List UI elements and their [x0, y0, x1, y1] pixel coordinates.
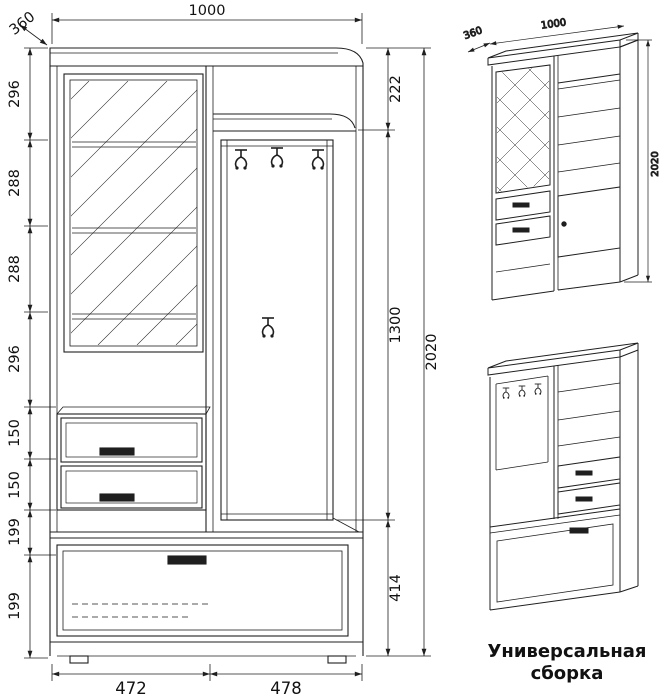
coat-panel: [220, 139, 334, 521]
dim-label-overall-height: 2020: [424, 334, 440, 371]
iso-mirror-hatch: [497, 66, 549, 192]
dim-label-right-0: 222: [388, 75, 404, 103]
dimension-lines: [19, 13, 431, 681]
dim-label-left-0: 296: [7, 80, 23, 108]
dim-label-right-1: 1300: [388, 307, 404, 344]
dimension-labels: 1000 360 296 288 288 296 150 150 199 199…: [7, 3, 440, 698]
coat-hook-icon: [270, 147, 284, 169]
assembly-caption: Универсальная сборка: [487, 641, 647, 684]
dim-label-width-top: 1000: [189, 3, 226, 19]
dim-label-left-4: 150: [7, 419, 23, 447]
iso-dim-label-height: 2020: [650, 151, 661, 176]
dim-label-left-5: 150: [7, 471, 23, 499]
iso-view-1: 360 1000 2020: [462, 17, 662, 301]
dim-label-left-7: 199: [7, 592, 23, 620]
right-shelf: [213, 113, 356, 132]
dim-label-bottom-0: 472: [115, 679, 147, 698]
front-view: [49, 47, 364, 664]
bottom-cabinet: [50, 517, 363, 664]
cabinet-foot: [69, 655, 89, 664]
iso-dim-label-depth: 360: [462, 25, 484, 42]
drawer-module: [56, 406, 211, 511]
mirror-door: [63, 73, 204, 353]
dim-label-bottom-1: 478: [270, 679, 302, 698]
mirror-hatch: [71, 81, 197, 345]
cabinet-handle: [167, 555, 207, 565]
dim-label-left-2: 288: [7, 255, 23, 283]
coat-hook-icon: [502, 387, 510, 400]
iso-view-2: [487, 342, 639, 611]
cabinet-foot: [327, 655, 347, 664]
coat-hook-icon: [261, 317, 275, 339]
drawer-handle: [99, 493, 135, 502]
top-canopy: [49, 47, 364, 67]
coat-hook-icon: [534, 383, 542, 396]
drawer-handle: [99, 447, 135, 456]
dim-label-depth: 360: [7, 9, 39, 39]
dim-label-right-2: 414: [388, 574, 404, 602]
coat-hook-icon: [234, 149, 248, 171]
dim-label-left-1: 288: [7, 169, 23, 197]
dim-label-left-6: 199: [7, 518, 23, 546]
dim-label-left-3: 296: [7, 345, 23, 373]
iso-dim-label-width: 1000: [540, 17, 567, 31]
coat-hook-icon: [518, 385, 526, 398]
coat-hook-icon: [311, 149, 325, 171]
